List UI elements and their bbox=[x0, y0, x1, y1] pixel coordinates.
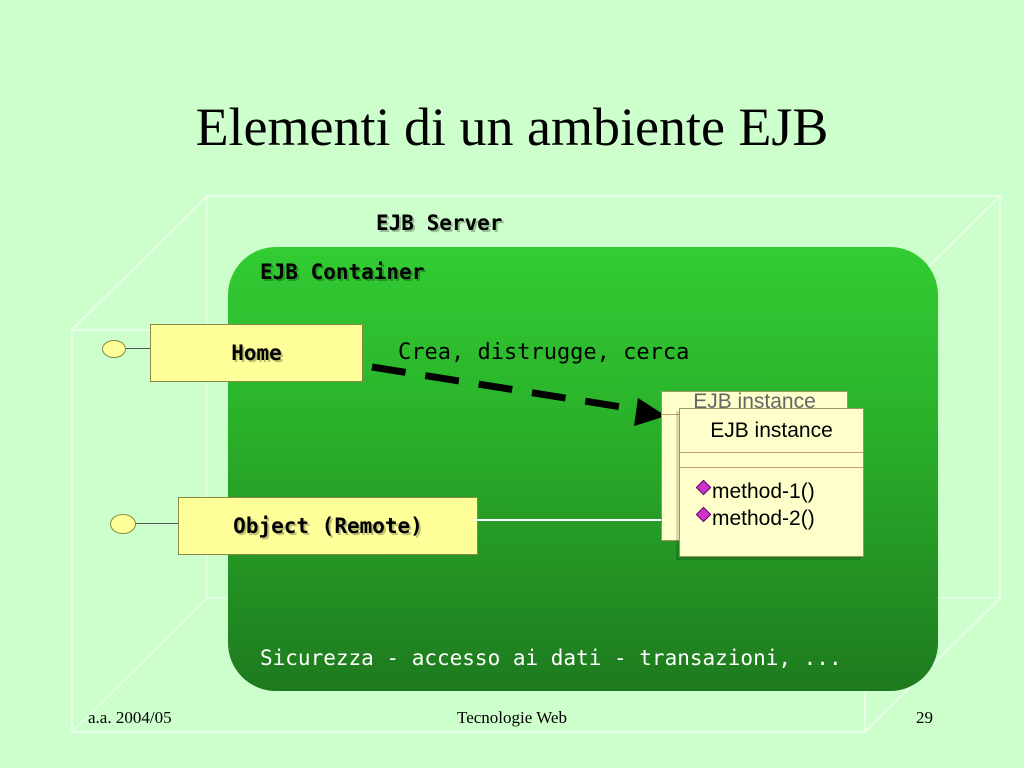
home-label: Home bbox=[231, 341, 282, 365]
ejb-container-label: EJB Container bbox=[260, 260, 425, 284]
ejb-server-label: EJB Server bbox=[376, 211, 503, 235]
dashed-arrow-line bbox=[371, 363, 641, 414]
object-interface-line bbox=[134, 523, 179, 524]
home-box: Home bbox=[150, 324, 363, 382]
method-list: method-1() method-2() bbox=[680, 468, 863, 532]
home-interface-line bbox=[124, 348, 151, 349]
ejb-instance-name: EJB instance bbox=[680, 409, 863, 453]
method-diamond-icon bbox=[695, 479, 712, 496]
object-remote-box: Object (Remote) bbox=[178, 497, 478, 555]
object-remote-label: Object (Remote) bbox=[233, 514, 423, 538]
ejb-instance-front: EJB instance method-1() method-2() bbox=[679, 408, 864, 557]
footer-year: a.a. 2004/05 bbox=[88, 708, 172, 727]
method-item: method-1() bbox=[695, 478, 863, 505]
home-interface-icon bbox=[102, 340, 126, 358]
footer-course: Tecnologie Web bbox=[457, 708, 567, 727]
method-label: method-2() bbox=[712, 507, 815, 530]
arrow-label: Crea, distrugge, cerca bbox=[398, 340, 690, 365]
object-interface-icon bbox=[110, 514, 136, 534]
method-diamond-icon bbox=[695, 506, 712, 523]
arrow-head-icon bbox=[634, 398, 666, 426]
method-label: method-1() bbox=[712, 480, 815, 503]
footer-page-number: 29 bbox=[916, 708, 933, 727]
method-item: method-2() bbox=[695, 505, 863, 532]
container-services-label: Sicurezza - accesso ai dati - transazion… bbox=[260, 646, 842, 670]
uml-separator bbox=[680, 453, 863, 468]
slide-title: Elementi di un ambiente EJB bbox=[195, 97, 829, 157]
